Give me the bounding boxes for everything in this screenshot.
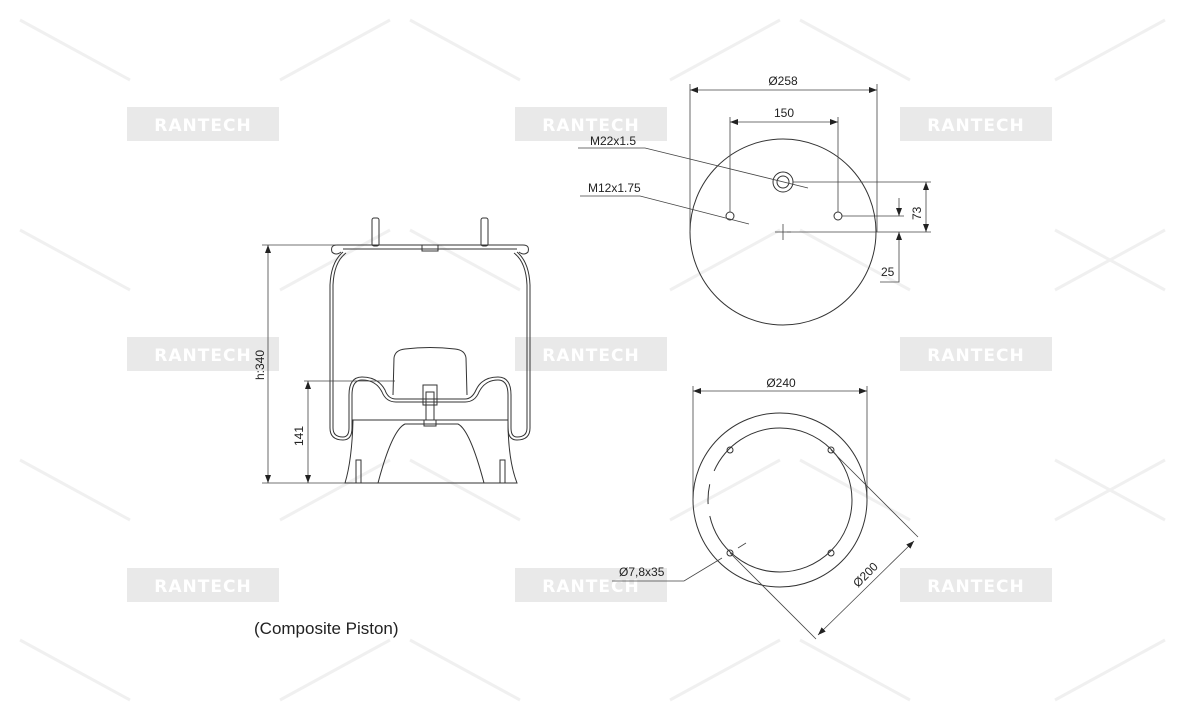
- drawing-line: RANTECH: [127, 568, 279, 602]
- bolt-circle-label: Ø200: [850, 559, 881, 590]
- drawing-line: [729, 552, 817, 640]
- stud-thread-label: M12x1.75: [588, 181, 641, 195]
- bolt-hole: [726, 446, 734, 454]
- drawing-line: [612, 557, 723, 582]
- drawing-line: [409, 18, 521, 82]
- caption: (Composite Piston): [254, 619, 399, 638]
- drawing-line: [19, 228, 131, 292]
- drawing-line: [669, 228, 781, 292]
- bottom-view: Ø240 Ø200 Ø7,8x35: [612, 376, 919, 640]
- drawing-line: [1054, 18, 1166, 82]
- piston-height-label: 141: [292, 426, 306, 446]
- drawing-line: RANTECH: [515, 107, 667, 141]
- drawing-line: [817, 540, 915, 636]
- drawing-line: RANTECH: [515, 337, 667, 371]
- drawing-line: [127, 568, 279, 602]
- offset-73-label: 73: [910, 206, 924, 220]
- drawing-line: [900, 337, 1052, 371]
- stud-left: [371, 217, 380, 247]
- stud-right: [480, 217, 489, 247]
- dimension-label: RANTECH: [927, 346, 1024, 366]
- drawing-line: [279, 228, 391, 292]
- drawing-line: [19, 638, 131, 702]
- drawing-line: [515, 568, 667, 602]
- drawing-line: [799, 228, 911, 292]
- dimension-label: RANTECH: [154, 116, 251, 136]
- drawing-line: [409, 458, 521, 522]
- drawing-line: [900, 568, 1052, 602]
- drawing-line: [331, 244, 342, 255]
- dimension-label: RANTECH: [542, 116, 639, 136]
- drawing-line: [19, 18, 131, 82]
- top-diameter-label: Ø258: [768, 74, 798, 88]
- bolt-hole: [827, 446, 835, 454]
- drawing-line: [377, 423, 485, 484]
- watermark-logos: RANTECH RANTECH RANTECH RANTECH RANTECH …: [127, 107, 1052, 602]
- dimension-label: RANTECH: [542, 577, 639, 597]
- drawing-line: RANTECH: [900, 568, 1052, 602]
- drawing-line: [337, 244, 529, 255]
- drawing-line: [1054, 458, 1166, 522]
- offset-25-label: 25: [881, 265, 895, 279]
- air-fitting-label: M22x1.5: [590, 134, 636, 148]
- bolt-hole: [726, 549, 734, 557]
- drawing-line: RANTECH: [900, 107, 1052, 141]
- drawing-line: [409, 638, 521, 702]
- drawing-line: RANTECH: [127, 107, 279, 141]
- drawing-line: RANTECH: [515, 568, 667, 602]
- drawing-line: [499, 459, 506, 484]
- drawing-line: [830, 449, 919, 538]
- drawing-line: [19, 458, 131, 522]
- dimension-label: RANTECH: [927, 577, 1024, 597]
- drawing-line: [409, 228, 521, 292]
- drawing-line: [1054, 638, 1166, 702]
- drawing-line: [900, 107, 1052, 141]
- watermark-diagonals: [19, 18, 1166, 702]
- drawing-line: [515, 337, 667, 371]
- base-outline: [692, 412, 868, 588]
- drawing-line: [799, 458, 911, 522]
- bolt-circle: [707, 427, 853, 573]
- height-label: h:340: [253, 350, 267, 380]
- drawing-line: [880, 250, 900, 283]
- drawing-line: [355, 459, 362, 484]
- drawing-line: RANTECH: [127, 337, 279, 371]
- dimension-label: RANTECH: [154, 346, 251, 366]
- drawing-line: [799, 638, 911, 702]
- drawing-line: [580, 195, 750, 225]
- dimension-label: RANTECH: [927, 116, 1024, 136]
- drawing-line: [279, 638, 391, 702]
- drawing-line: [329, 251, 531, 441]
- side-view: h:340 141: [253, 217, 531, 484]
- dimension-label: RANTECH: [542, 346, 639, 366]
- bottom-diameter-label: Ø240: [766, 376, 796, 390]
- drawing-line: [127, 107, 279, 141]
- drawing-line: [392, 347, 468, 396]
- stud-spacing-label: 150: [774, 106, 794, 120]
- drawing-line: [669, 458, 781, 522]
- dimension-label: RANTECH: [154, 577, 251, 597]
- drawing-line: [344, 419, 518, 484]
- drawing-line: [669, 638, 781, 702]
- drawing-line: [1054, 228, 1166, 292]
- drawing-line: [332, 252, 528, 438]
- stud-hole-right: [833, 211, 843, 221]
- air-fitting: [421, 244, 439, 252]
- drawing-line: [669, 18, 781, 82]
- drawing-line: [422, 384, 438, 406]
- drawing-line: [515, 107, 667, 141]
- drawing-line: [423, 419, 437, 427]
- drawing-line: [578, 147, 809, 189]
- drawing-line: [737, 542, 747, 549]
- top-view: Ø258 150 M22x1.5 M12x1.75 73 25: [578, 74, 931, 326]
- drawing-line: [799, 18, 911, 82]
- drawing-line: [127, 337, 279, 371]
- drawing-line: [279, 18, 391, 82]
- drawing-line: [425, 391, 435, 421]
- hole-label: Ø7,8x35: [619, 565, 665, 579]
- drawing-line: [279, 458, 391, 522]
- drawing-line: RANTECH: [900, 337, 1052, 371]
- air-fitting-hole: [776, 175, 790, 189]
